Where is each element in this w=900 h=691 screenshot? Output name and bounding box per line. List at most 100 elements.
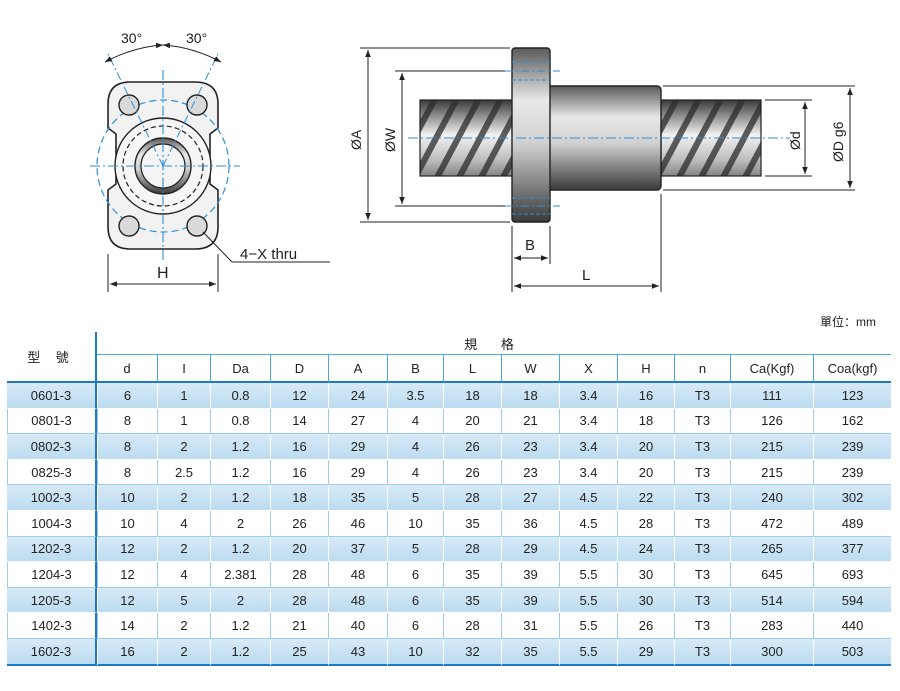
table-cell: 24 xyxy=(328,383,387,409)
dim-a-label: ØA xyxy=(348,129,364,150)
table-cell: 645 xyxy=(730,562,813,588)
table-cell: 30 xyxy=(617,587,674,614)
table-cell: 4.5 xyxy=(559,510,617,537)
column-header: L xyxy=(443,355,501,383)
table-cell: 28 xyxy=(443,536,501,563)
table-cell: 123 xyxy=(813,383,892,409)
dim-l-label: L xyxy=(582,267,590,284)
table-cell: 22 xyxy=(617,485,674,511)
table-cell: 693 xyxy=(813,562,892,588)
table-cell: 239 xyxy=(813,459,892,486)
table-cell: 1.2 xyxy=(210,434,270,460)
table-cell: 0.8 xyxy=(210,383,270,409)
table-cell: 37 xyxy=(328,536,387,563)
column-header: W xyxy=(501,355,559,383)
table-cell: 162 xyxy=(813,408,892,435)
table-cell: 35 xyxy=(501,638,559,666)
table-cell: 283 xyxy=(730,613,813,639)
table-cell: 377 xyxy=(813,536,892,563)
table-cell: 29 xyxy=(501,536,559,563)
table-cell: 1 xyxy=(157,383,210,409)
table-cell: 8 xyxy=(97,434,157,460)
table-cell: 2.5 xyxy=(157,459,210,486)
model-cell: 1002-3 xyxy=(7,485,97,511)
table-cell: 18 xyxy=(270,485,328,511)
table-cell: 35 xyxy=(443,510,501,537)
table-cell: 12 xyxy=(97,536,157,563)
table-cell: 31 xyxy=(501,613,559,639)
table-cell: 10 xyxy=(97,485,157,511)
table-cell: 514 xyxy=(730,587,813,614)
table-cell: 4.5 xyxy=(559,536,617,563)
table-cell: 48 xyxy=(328,562,387,588)
dim-b-label: B xyxy=(525,237,535,254)
table-cell: 28 xyxy=(270,562,328,588)
table-cell: 30 xyxy=(617,562,674,588)
model-header: 型 號 xyxy=(7,332,97,383)
column-header: Ca(Kgf) xyxy=(730,355,813,383)
table-cell: 10 xyxy=(387,510,443,537)
table-cell: 1.2 xyxy=(210,613,270,639)
table-cell: 215 xyxy=(730,459,813,486)
table-cell: 215 xyxy=(730,434,813,460)
table-cell: 14 xyxy=(270,408,328,435)
angle-left-label: 30° xyxy=(121,30,142,46)
table-cell: 16 xyxy=(97,638,157,666)
table-cell: 2 xyxy=(157,613,210,639)
table-cell: T3 xyxy=(674,613,730,639)
table-cell: T3 xyxy=(674,562,730,588)
column-header: Da xyxy=(210,355,270,383)
table-cell: 40 xyxy=(328,613,387,639)
table-cell: 29 xyxy=(328,434,387,460)
column-header: n xyxy=(674,355,730,383)
table-cell: 5.5 xyxy=(559,562,617,588)
table-cell: 1.2 xyxy=(210,459,270,486)
table-cell: 2 xyxy=(210,587,270,614)
table-cell: 111 xyxy=(730,383,813,409)
table-cell: 18 xyxy=(443,383,501,409)
table-cell: T3 xyxy=(674,383,730,409)
table-cell: T3 xyxy=(674,587,730,614)
table-cell: 472 xyxy=(730,510,813,537)
table-cell: 26 xyxy=(617,613,674,639)
table-cell: 2 xyxy=(157,638,210,666)
table-cell: 2 xyxy=(157,485,210,511)
column-header: H xyxy=(617,355,674,383)
table-cell: 3.4 xyxy=(559,383,617,409)
table-cell: 440 xyxy=(813,613,892,639)
table-cell: 4.5 xyxy=(559,485,617,511)
table-cell: T3 xyxy=(674,485,730,511)
dim-w-label: ØW xyxy=(382,127,398,152)
table-cell: 29 xyxy=(617,638,674,666)
table-cell: 35 xyxy=(443,587,501,614)
table-cell: T3 xyxy=(674,434,730,460)
table-cell: 3.4 xyxy=(559,408,617,435)
table-cell: 8 xyxy=(97,408,157,435)
table-cell: 0.8 xyxy=(210,408,270,435)
column-header: I xyxy=(157,355,210,383)
table-cell: 20 xyxy=(270,536,328,563)
table-cell: 24 xyxy=(617,536,674,563)
table-cell: 16 xyxy=(270,459,328,486)
model-cell: 0601-3 xyxy=(7,383,97,409)
table-cell: 48 xyxy=(328,587,387,614)
table-cell: 10 xyxy=(387,638,443,666)
table-cell: 27 xyxy=(328,408,387,435)
table-cell: 4 xyxy=(387,459,443,486)
dim-D-label: ØD g6 xyxy=(830,121,846,162)
table-cell: 5 xyxy=(157,587,210,614)
table-cell: 8 xyxy=(97,459,157,486)
model-cell: 0801-3 xyxy=(7,408,97,435)
column-header: X xyxy=(559,355,617,383)
column-header: D xyxy=(270,355,328,383)
table-cell: 4 xyxy=(157,562,210,588)
table-cell: 12 xyxy=(270,383,328,409)
table-cell: 10 xyxy=(97,510,157,537)
table-cell: 32 xyxy=(443,638,501,666)
